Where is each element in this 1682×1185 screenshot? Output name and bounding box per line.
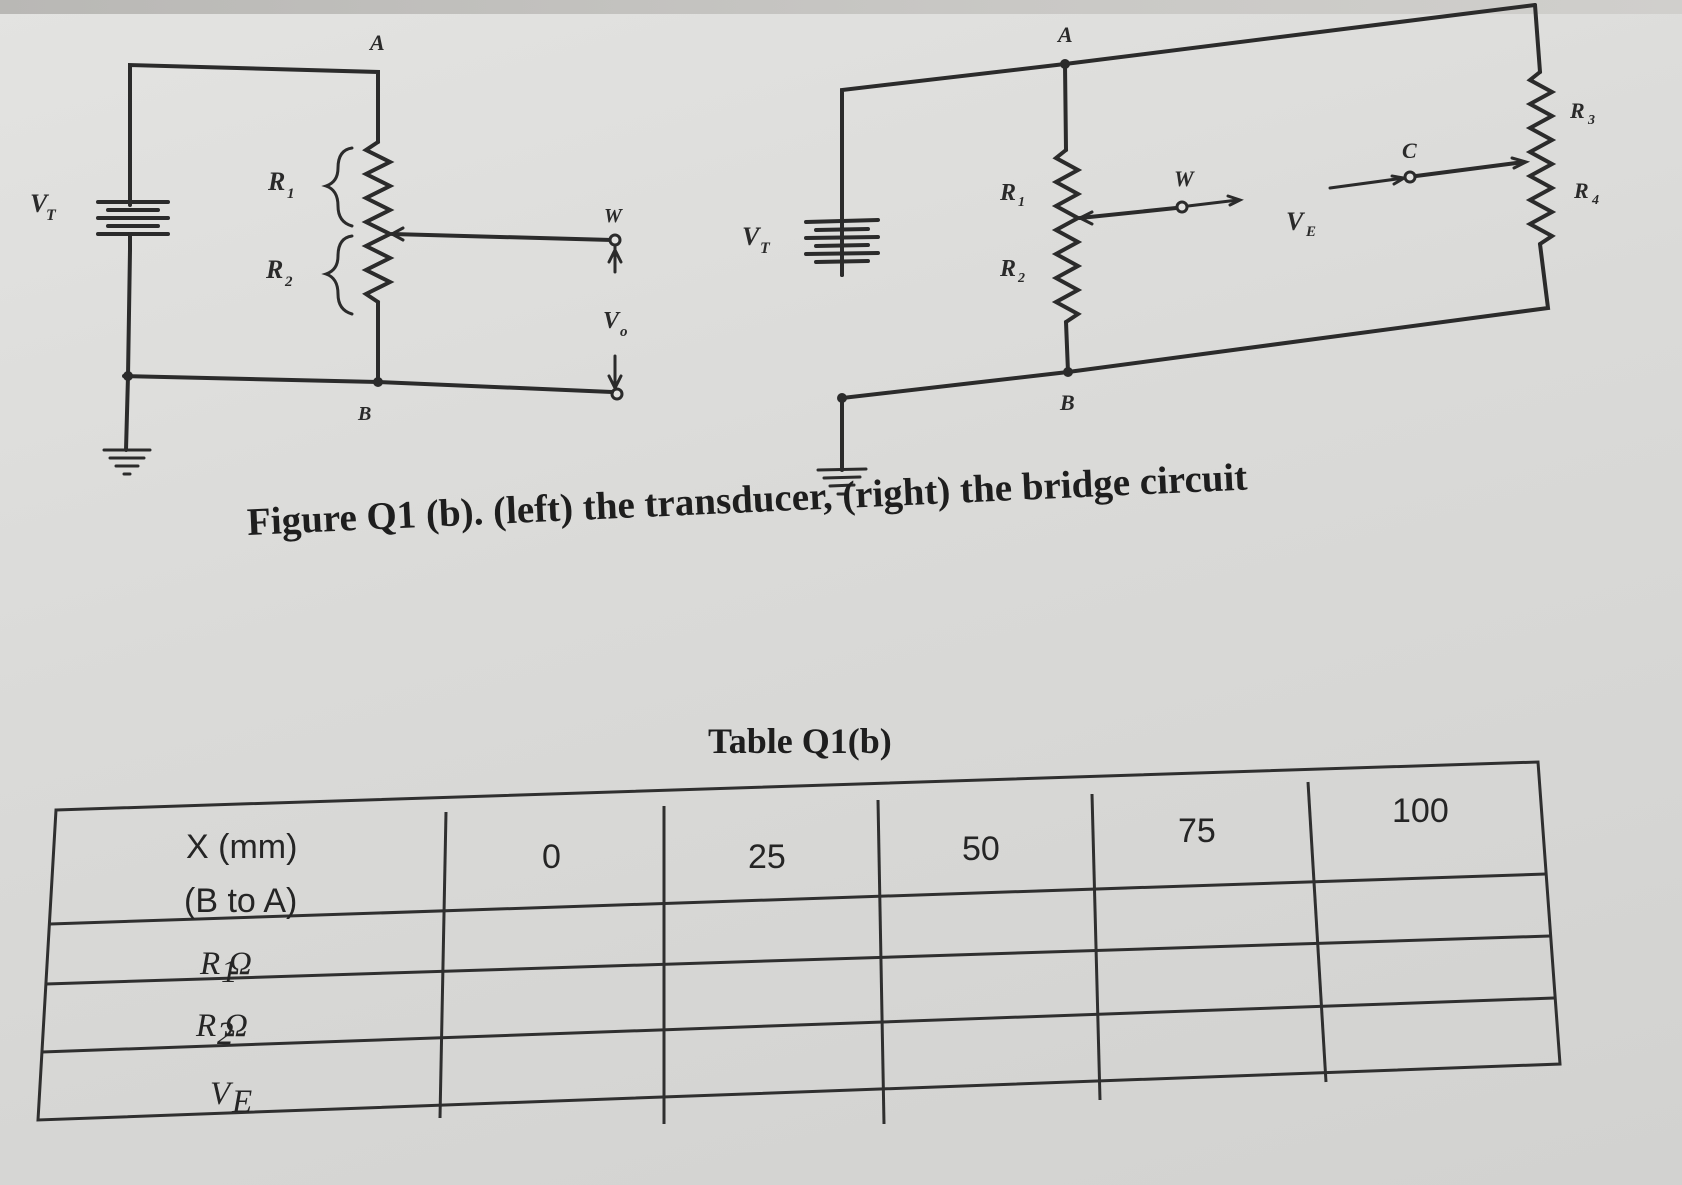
left-top-wire [128, 62, 380, 207]
col-line-3 [876, 799, 886, 1125]
right-node-c-label: C [1402, 138, 1417, 163]
svg-text:2: 2 [217, 1016, 234, 1052]
right-r3-r4-resistor [1525, 70, 1557, 246]
row-label-ve: V E [210, 1076, 252, 1120]
col-line-1 [438, 811, 448, 1119]
r2-brace [321, 234, 354, 316]
right-potentiometer [1051, 148, 1083, 324]
right-vt-label: V [742, 222, 762, 251]
right-a-drop [1063, 62, 1068, 152]
col-header-2: 50 [962, 830, 1000, 868]
col-line-5 [1306, 781, 1328, 1083]
right-ve-label: V [1286, 207, 1306, 236]
svg-text:1: 1 [1018, 195, 1025, 210]
right-r2-label: R [999, 256, 1016, 282]
right-r4-label: R [1573, 178, 1589, 203]
left-potentiometer [361, 140, 395, 304]
row-line-3 [41, 996, 1555, 1054]
row-label-r1: R 1 Ω [199, 946, 252, 990]
circuit-figure: V T A R 1 R 2 W V o B V T A R 1 R 2 W V … [30, 3, 1599, 496]
left-r1-label: R [267, 167, 285, 196]
svg-text:E: E [1305, 224, 1316, 240]
col-header-3: 75 [1178, 812, 1216, 850]
right-wiper-label: W [1174, 166, 1195, 191]
svg-text:2: 2 [1017, 271, 1025, 286]
svg-text:3: 3 [1587, 113, 1595, 128]
col-line-4 [1090, 793, 1102, 1101]
svg-text:1: 1 [287, 186, 295, 202]
left-wiper-label: W [604, 205, 623, 227]
svg-text:4: 4 [1591, 193, 1599, 208]
table-outer-border [36, 760, 1562, 1122]
row-line-2 [45, 934, 1551, 986]
right-r3-label: R [1569, 98, 1585, 123]
col-header-1: 25 [748, 838, 786, 876]
bridge-circuit [804, 3, 1557, 496]
table-title: Table Q1(b) [708, 721, 892, 761]
svg-text:T: T [760, 240, 771, 257]
svg-text:o: o [620, 324, 628, 340]
left-r2-label: R [265, 255, 283, 284]
col-header-4: 100 [1392, 792, 1449, 830]
svg-text:V: V [210, 1076, 234, 1112]
row-label-r2: R 2 Ω [195, 1008, 248, 1052]
right-r1-label: R [999, 180, 1016, 206]
right-node-a-label: A [1056, 22, 1073, 47]
header-x-label: X (mm) [186, 828, 297, 866]
svg-text:R: R [199, 946, 220, 982]
svg-text:2: 2 [284, 274, 293, 290]
left-node-b-label: B [357, 403, 371, 425]
svg-text:R: R [195, 1008, 216, 1044]
col-header-0: 0 [542, 838, 561, 876]
svg-text:E: E [231, 1084, 252, 1120]
svg-text:T: T [46, 207, 57, 224]
row-line-1 [49, 872, 1547, 926]
page-edge-shadow [0, 0, 1682, 14]
right-top-wire [840, 3, 1537, 277]
r1-brace [321, 146, 354, 228]
svg-text:Ω: Ω [228, 946, 252, 982]
left-vo-label: V [603, 308, 621, 334]
svg-text:1: 1 [221, 954, 238, 990]
left-wiper-wire [390, 232, 614, 242]
right-node-b-label: B [1059, 390, 1075, 415]
left-vt-label: V [30, 189, 50, 218]
left-node-a-label: A [368, 30, 385, 55]
svg-text:Ω: Ω [224, 1008, 248, 1044]
header-range-label: (B to A) [184, 882, 297, 920]
